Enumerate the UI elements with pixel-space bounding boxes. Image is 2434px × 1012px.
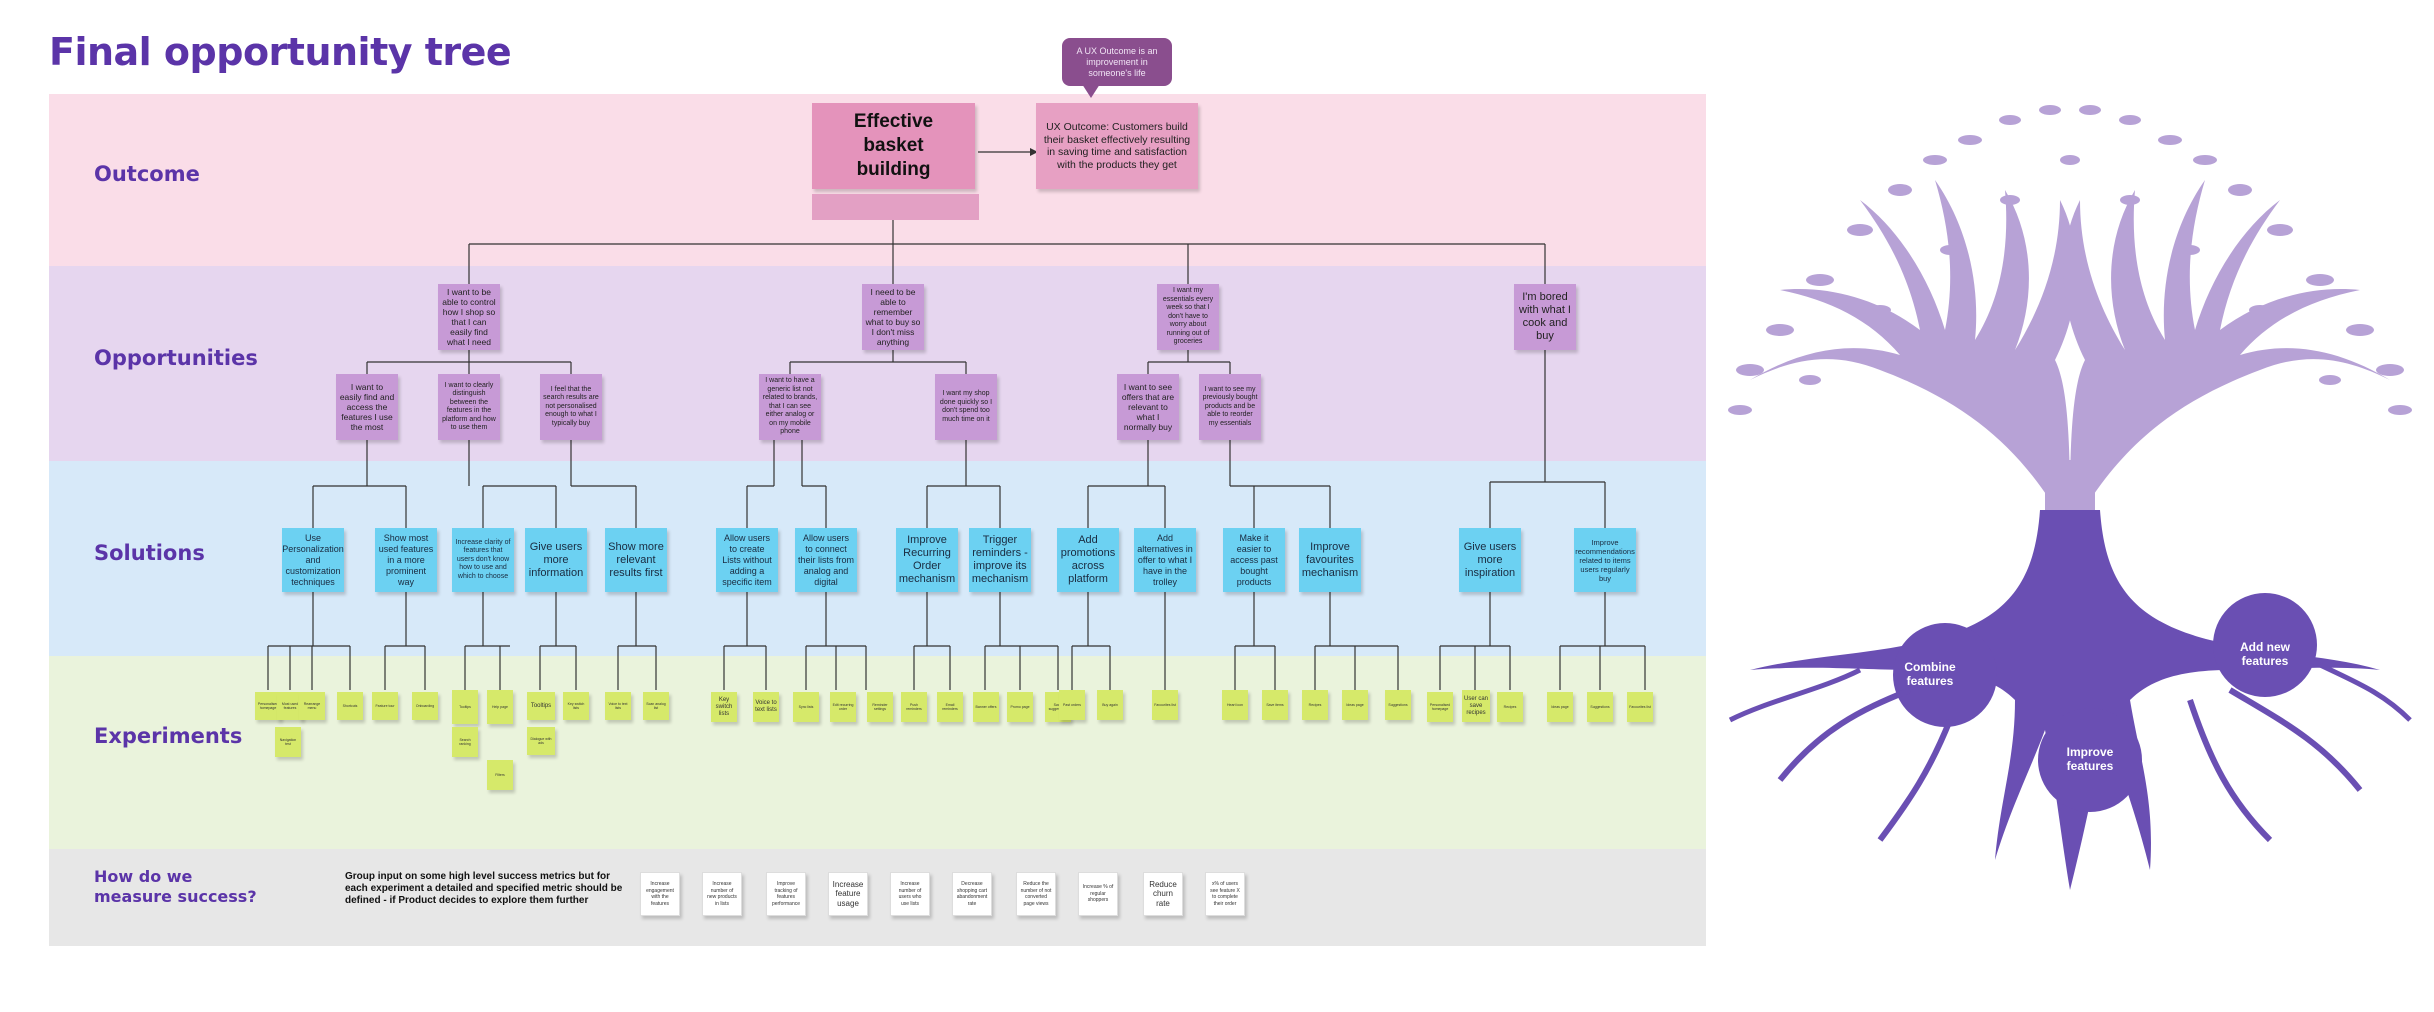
experiment-card[interactable]: Banner offers	[973, 692, 999, 722]
experiment-card[interactable]: User can save recipes	[1462, 690, 1490, 722]
solutions-label: Solutions	[94, 541, 205, 565]
experiment-card[interactable]: Dialogue with ads	[527, 727, 555, 755]
experiment-card[interactable]: Promo page	[1007, 692, 1033, 722]
experiment-card[interactable]: Onboarding	[412, 692, 438, 720]
metric-card[interactable]: Reduce churn rate	[1143, 872, 1183, 916]
solution-card[interactable]: Add promotions across platform	[1057, 528, 1119, 592]
ux-outcome-card[interactable]: UX Outcome: Customers build their basket…	[1036, 103, 1198, 189]
solution-card[interactable]: Improve recommendations related to items…	[1574, 528, 1636, 592]
outcome-placeholder-strip	[812, 194, 979, 220]
experiment-card[interactable]: Buy again	[1097, 690, 1123, 720]
metric-card[interactable]: Improve tracking of features performance	[766, 872, 806, 916]
experiment-card[interactable]: Shortcuts	[337, 692, 363, 720]
experiment-card[interactable]: Rearrange menu	[299, 692, 325, 720]
experiment-card[interactable]: Voice to text lists	[605, 692, 631, 720]
metric-card[interactable]: Reduce the number of not converted page …	[1016, 872, 1056, 916]
tree-canopy	[1728, 105, 2412, 510]
metric-card[interactable]: Increase % of regular shoppers	[1078, 872, 1118, 916]
experiment-card[interactable]: Ideas page	[1342, 690, 1368, 720]
sub-opportunity-card[interactable]: I want to see offers that are relevant t…	[1117, 374, 1179, 440]
metric-card[interactable]: Decrease shopping cart abandonment rate	[952, 872, 992, 916]
metric-card[interactable]: Increase feature usage	[828, 872, 868, 916]
tooltip-tail	[1082, 84, 1100, 98]
root-label-improve: Improve features	[2066, 745, 2114, 773]
experiment-card[interactable]: Email reminders	[937, 692, 963, 722]
sub-opportunity-card[interactable]: I want to have a generic list not relate…	[759, 374, 821, 440]
solution-card[interactable]: Use Personalization and customization te…	[282, 528, 344, 592]
experiment-card[interactable]: Heart icon	[1222, 690, 1248, 720]
solution-card[interactable]: Allow users to connect their lists from …	[795, 528, 857, 592]
solution-card[interactable]: Show more relevant results first	[605, 528, 667, 592]
experiment-card[interactable]: Key switch lists	[711, 692, 737, 722]
metric-card[interactable]: Increase number of new products in lists	[702, 872, 742, 916]
experiment-card[interactable]: Personalised homepage	[1427, 692, 1453, 722]
experiment-card[interactable]: Tooltips	[452, 690, 478, 724]
outcome-card[interactable]: Effective basket building	[812, 103, 975, 189]
measure-band: How do we measure success?	[49, 849, 1706, 946]
experiment-card[interactable]: Personalised homepage	[255, 692, 281, 720]
experiments-label: Experiments	[94, 724, 243, 748]
solution-card[interactable]: Improve Recurring Order mechanism	[896, 528, 958, 592]
sub-opportunity-card[interactable]: I want to easily find and access the fea…	[336, 374, 398, 440]
solution-card[interactable]: Increase clarity of features that users …	[452, 528, 514, 592]
experiment-card[interactable]: Suggestions	[1587, 692, 1613, 722]
measure-label: How do we measure success?	[94, 867, 257, 906]
experiment-card[interactable]: Tooltips	[527, 692, 555, 720]
experiment-card[interactable]: Most used features	[277, 692, 303, 720]
experiment-card[interactable]: Scan analog list	[643, 692, 669, 720]
experiment-card[interactable]: Help page	[487, 690, 513, 724]
solution-card[interactable]: Add alternatives in offer to what I have…	[1134, 528, 1196, 592]
experiment-card[interactable]: Ideas page	[1547, 692, 1573, 722]
sub-opportunity-card[interactable]: I want to clearly distinguish between th…	[438, 374, 500, 440]
experiment-card[interactable]: Favourites list	[1152, 690, 1178, 720]
metric-card[interactable]: Increase engagement with the features	[640, 872, 680, 916]
solution-card[interactable]: Show most used features in a more promin…	[375, 528, 437, 592]
experiment-card[interactable]: Key switch lists	[563, 692, 589, 720]
experiment-card[interactable]: Past orders	[1059, 690, 1085, 720]
experiments-band: Experiments	[49, 656, 1706, 849]
experiment-card[interactable]: Filters	[487, 760, 513, 790]
solution-card[interactable]: Give users more inspiration	[1459, 528, 1521, 592]
page-title: Final opportunity tree	[49, 30, 512, 74]
measure-intro: Group input on some high level success m…	[345, 871, 623, 906]
sub-opportunity-card[interactable]: I feel that the search results are not p…	[540, 374, 602, 440]
opportunity-card[interactable]: I want my essentials every week so that …	[1157, 284, 1219, 350]
experiment-card[interactable]: Sync lists	[793, 692, 819, 722]
solution-card[interactable]: Trigger reminders - improve its mechanis…	[969, 528, 1031, 592]
tree-roots	[1728, 510, 2412, 890]
tree-connectors	[267, 148, 1646, 690]
experiment-card[interactable]: Navigation test	[275, 727, 301, 757]
sub-opportunity-card[interactable]: I want to see my previously bought produ…	[1199, 374, 1261, 440]
experiment-card[interactable]: Recipes	[1497, 692, 1523, 722]
experiment-card[interactable]: Search ranking	[452, 727, 478, 757]
experiment-card[interactable]: Suggestions	[1385, 690, 1411, 720]
opportunities-label: Opportunities	[94, 346, 258, 370]
opportunity-card[interactable]: I'm bored with what I cook and buy	[1514, 284, 1576, 350]
opportunity-card[interactable]: I need to be able to remember what to bu…	[862, 284, 924, 350]
solution-card[interactable]: Improve favourites mechanism	[1299, 528, 1361, 592]
metric-card[interactable]: Increase number of users who use lists	[890, 872, 930, 916]
root-label-add-new: Add new features	[2240, 640, 2290, 668]
experiment-card[interactable]: Edit recurring order	[830, 692, 856, 722]
ux-outcome-tooltip: A UX Outcome is an improvement in someon…	[1062, 38, 1172, 86]
solution-card[interactable]: Allow users to create Lists without addi…	[716, 528, 778, 592]
metric-card[interactable]: x% of users see feature X to complete th…	[1205, 872, 1245, 916]
solution-card[interactable]: Give users more information	[525, 528, 587, 592]
solution-card[interactable]: Make it easier to access past bought pro…	[1223, 528, 1285, 592]
experiment-card[interactable]: Voice to text lists	[753, 692, 779, 722]
opportunity-card[interactable]: I want to be able to control how I shop …	[438, 284, 500, 350]
experiment-card[interactable]: Recipes	[1302, 690, 1328, 720]
experiment-card[interactable]: Feature tour	[372, 692, 398, 720]
experiment-card[interactable]: Favourites list	[1627, 692, 1653, 722]
opportunity-tree-illustration	[1728, 105, 2412, 890]
experiment-card[interactable]: Reminder settings	[867, 692, 893, 722]
experiment-card[interactable]: Push reminders	[901, 692, 927, 722]
outcome-label: Outcome	[94, 162, 200, 186]
experiment-card[interactable]: Save items	[1262, 690, 1288, 720]
root-label-combine: Combine features	[1904, 660, 1956, 688]
sub-opportunity-card[interactable]: I want my shop done quickly so I don't s…	[935, 374, 997, 440]
